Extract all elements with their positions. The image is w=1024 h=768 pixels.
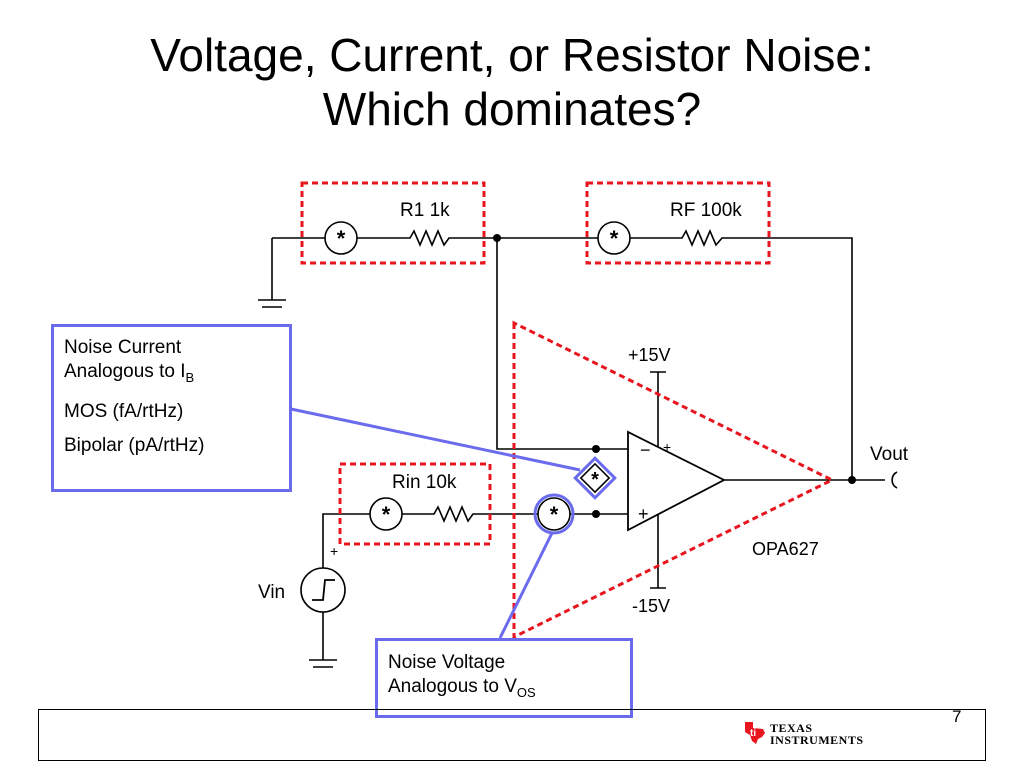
junction-dot-inverting bbox=[592, 445, 600, 453]
page-number: 7 bbox=[952, 707, 962, 726]
wire-supply-neg bbox=[650, 505, 666, 589]
noise-source-current: * bbox=[573, 456, 617, 500]
rin-label: Rin 10k bbox=[392, 472, 457, 493]
callout-arrow-voltage bbox=[498, 532, 554, 639]
svg-text:*: * bbox=[610, 226, 619, 251]
title-line-2: Which dominates? bbox=[322, 83, 702, 135]
svg-text:*: * bbox=[337, 226, 346, 251]
highlight-r1 bbox=[300, 181, 486, 265]
ti-logo-line1: TEXAS bbox=[770, 721, 813, 735]
vout-terminal bbox=[891, 471, 898, 489]
junction-dot-output bbox=[848, 476, 856, 484]
supply-pos-plus-sign: + bbox=[663, 439, 671, 455]
callout-voltage-line1: Noise Voltage bbox=[388, 652, 506, 673]
supply-pos-label: +15V bbox=[628, 345, 671, 365]
resistor-r1 bbox=[404, 228, 455, 248]
vin-source bbox=[300, 567, 346, 613]
ti-logo-line2: INSTRUMENTS bbox=[770, 733, 864, 747]
callout-voltage-line2: Analogous to VOS bbox=[388, 676, 536, 700]
noise-source-rf: * bbox=[597, 221, 631, 255]
opamp-triangle bbox=[627, 430, 726, 532]
callout-current-line3: MOS (fA/rtHz) bbox=[64, 400, 184, 422]
highlight-rf bbox=[585, 181, 771, 265]
callout-noise-current: Noise Current Analogous to IB MOS (fA/rt… bbox=[51, 324, 292, 492]
wire-supply-pos bbox=[650, 371, 666, 455]
opamp-plus-sign: + bbox=[638, 504, 649, 524]
texas-state-icon: ti bbox=[745, 722, 765, 744]
opamp-minus-sign: − bbox=[640, 440, 651, 460]
wire-top-right bbox=[630, 237, 853, 480]
callout-arrow-current bbox=[290, 407, 581, 472]
resistor-rf bbox=[676, 228, 728, 248]
vout-label: Vout bbox=[870, 444, 909, 465]
r1-label: R1 1k bbox=[400, 200, 450, 221]
rf-label: RF 100k bbox=[670, 200, 742, 221]
ground-symbol-bottom bbox=[309, 659, 337, 668]
svg-text:*: * bbox=[550, 502, 559, 527]
svg-text:*: * bbox=[591, 469, 599, 491]
slide-title: Voltage, Current, or Resistor Noise: Whi… bbox=[0, 28, 1024, 136]
callout-current-line1: Noise Current bbox=[64, 337, 182, 358]
noise-source-voltage: * bbox=[533, 493, 575, 535]
resistor-rin bbox=[428, 504, 478, 524]
noise-source-rin: * bbox=[369, 497, 403, 531]
svg-text:*: * bbox=[382, 502, 391, 527]
highlight-opamp bbox=[512, 320, 836, 640]
highlight-rin bbox=[338, 462, 492, 546]
wire-inverting bbox=[496, 238, 628, 450]
opamp-label: OPA627 bbox=[752, 539, 819, 559]
callout-noise-voltage: Noise Voltage Analogous to VOS bbox=[375, 638, 633, 718]
vin-plus-sign: + bbox=[330, 543, 338, 559]
callout-current-line2: Analogous to IB bbox=[64, 361, 195, 385]
supply-neg-label: -15V bbox=[632, 596, 670, 616]
junction-dot-noninv bbox=[592, 510, 600, 518]
title-line-1: Voltage, Current, or Resistor Noise: bbox=[150, 29, 874, 81]
noise-source-r1: * bbox=[324, 221, 358, 255]
footer-bar bbox=[38, 709, 986, 761]
ti-logo-text: TEXAS INSTRUMENTS bbox=[770, 722, 864, 746]
vin-label: Vin bbox=[258, 582, 285, 603]
ground-symbol-top bbox=[258, 299, 286, 308]
svg-text:ti: ti bbox=[750, 728, 756, 739]
callout-current-line4: Bipolar (pA/rtHz) bbox=[64, 434, 205, 456]
junction-dot-top bbox=[493, 234, 501, 242]
